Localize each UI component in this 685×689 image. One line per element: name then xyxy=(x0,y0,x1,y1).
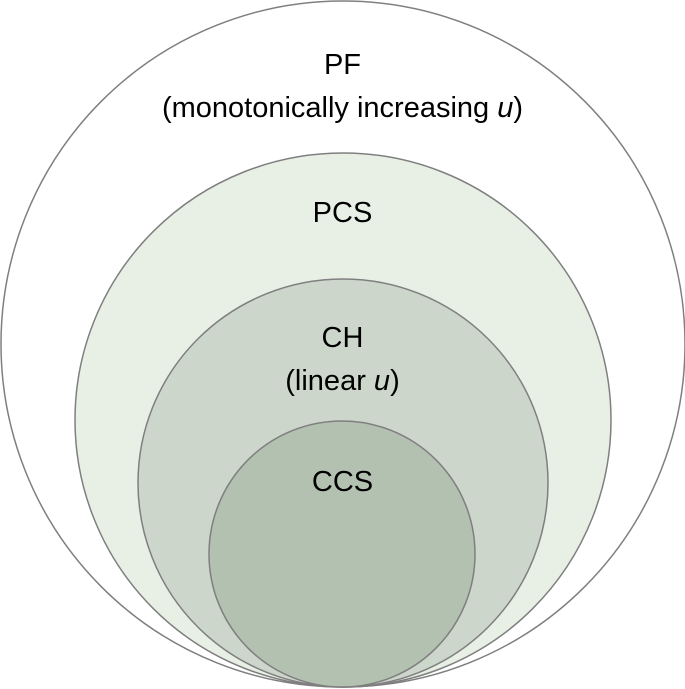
ccs-label: CCS xyxy=(0,465,685,499)
ccs-name: CCS xyxy=(311,466,374,498)
ch-note-suffix: ) xyxy=(390,365,400,397)
pf-note: (monotonically increasing u) xyxy=(0,91,685,125)
pf-note-prefix: (monotonically increasing xyxy=(161,92,498,124)
pf-note-suffix: ) xyxy=(513,92,524,124)
ch-note: (linear u) xyxy=(0,364,685,398)
ch-note-variable: u xyxy=(373,365,391,397)
pf-note-variable: u xyxy=(497,92,514,124)
pcs-name: PCS xyxy=(312,197,373,229)
ccs-circle xyxy=(208,420,476,688)
ch-label: CH xyxy=(0,321,685,355)
ch-note-prefix: (linear xyxy=(285,365,374,397)
pcs-label: PCS xyxy=(0,196,685,230)
ch-name: CH xyxy=(321,322,364,354)
pf-label: PF xyxy=(0,48,685,82)
pf-name: PF xyxy=(323,49,362,81)
